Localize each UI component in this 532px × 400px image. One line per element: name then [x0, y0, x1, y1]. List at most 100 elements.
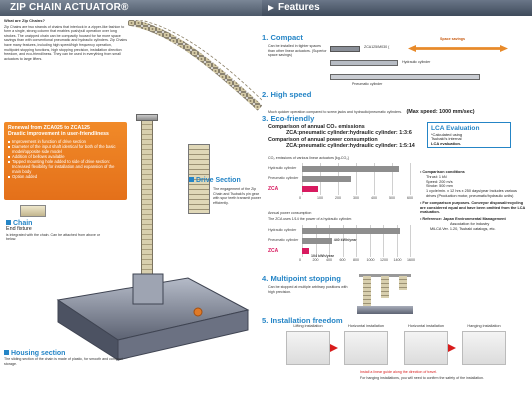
space-savings-arrow: [408, 45, 508, 52]
comp-note: • For comparison purposes. Conveyor disp…: [420, 200, 526, 215]
chart-tick-label: 200: [335, 196, 341, 200]
chart-tick-label: 800: [353, 258, 359, 262]
renewal-item: Addition of bellows available: [8, 154, 123, 159]
chain-label-block: Chain End fixture is integrated with the…: [6, 220, 106, 242]
speed-max: (Max speed: 1000 mm/sec): [406, 109, 475, 115]
renewal-item: Option added: [8, 174, 123, 179]
chart-gridline: [374, 163, 375, 195]
power-chart-sub: The ZCA uses 1/14 the power of a hydraul…: [268, 217, 353, 221]
chain-svg: [127, 17, 263, 111]
drive-title: Drive Section: [196, 177, 241, 184]
section-compact-body: Can be installed in tighter spaces than …: [268, 44, 327, 58]
section-multipoint-title: 4. Multipoint stopping: [262, 274, 341, 283]
install-label: Horizontal installation: [347, 324, 385, 328]
chart-category-label: Pneumatic cylinder: [268, 238, 299, 242]
housing-svg: [56, 273, 250, 361]
housing-body: The sliding section of the chain is made…: [4, 357, 123, 366]
chart-bar: [302, 186, 319, 192]
housing-title: Housing section: [11, 350, 66, 357]
housing-label-block: Housing section The sliding section of t…: [4, 350, 134, 366]
renewal-title-1: Renewal from ZCA025 to ZCA125: [8, 125, 90, 131]
section-speed-title: 2. High speed: [262, 90, 312, 99]
speed-body-text: Much quicker operation compared to screw…: [268, 110, 403, 114]
chain-sub: End fixture: [6, 226, 32, 232]
lca-body-3: LCA evaluation.: [431, 141, 462, 147]
intro-body: Zip Chains are two strands of chains tha…: [4, 24, 128, 61]
install-image-lifting: [286, 331, 330, 365]
chart-gridline: [356, 163, 357, 195]
chart-tick-label: 1200: [380, 258, 388, 262]
chart-tick-label: 100: [317, 196, 323, 200]
renewal-box: Renewal from ZCA025 to ZCA125 Drastic im…: [4, 122, 127, 200]
install-note-2: For hanging installations, you will need…: [360, 376, 485, 380]
comp-line: 1 cycle/min. x 12 hrs x 250 days/year In…: [426, 189, 517, 198]
chart-gridline: [342, 225, 344, 257]
eco-comp-2b: ZCA:pneumatic cylinder:hydraulic cylinde…: [286, 143, 415, 150]
comp-ref-1: Association for industry: [450, 221, 490, 226]
multipoint-image: [355, 272, 415, 316]
chart-gridline: [392, 163, 393, 195]
renewal-title-2: Drastic improvement in user-friendliness: [8, 131, 109, 138]
eco-comp-1: Comparison of annual CO₂ emissions: [268, 124, 365, 130]
chart-gridline: [369, 225, 371, 257]
chart-gridline: [383, 225, 384, 257]
right-header: Features: [262, 0, 532, 16]
drive-zoom-image: [188, 144, 210, 214]
eco-comp-2: Comparison of annual power consumption: [268, 136, 378, 143]
drive-body: The engagement of the Zip Chain and Tsub…: [213, 187, 261, 205]
renewal-item: Improvement in function of drive section: [8, 139, 123, 144]
chart-category-label: Hydraulic cylinder: [268, 166, 297, 170]
chart-bar: [302, 166, 400, 172]
chain-zoom-image: [20, 205, 46, 217]
chart-tick-label: 600: [407, 196, 413, 200]
drive-label-block: Drive Section: [189, 177, 261, 184]
chart-tick-label: 1400: [393, 258, 402, 262]
chart-category-label: Hydraulic cylinder: [268, 228, 297, 232]
power-chart-title: Annual power consumption: [268, 211, 312, 215]
renewal-item: Diameter of the input shaft identical fo…: [8, 144, 123, 154]
chart-tick-label: 200: [312, 258, 319, 262]
install-note-1: Install a linear guide along the directi…: [360, 370, 438, 374]
chart-gridline: [410, 163, 411, 195]
install-label: Hanging installation: [467, 324, 501, 328]
space-savings-label: Space savings: [440, 37, 465, 41]
install-red-arrow-1: [330, 344, 338, 352]
section-multipoint-body: Can be stopped at multiple arbitrary pos…: [268, 285, 348, 294]
comp-title: • Comparison conditions: [420, 170, 465, 174]
intro-block: What are Zip Chains? Zip Chains are two …: [4, 18, 128, 61]
comp-line: Speed: 200 m/s: [426, 179, 453, 184]
comp-line: Thrust: 1 kN: [426, 174, 447, 179]
renewal-list: Improvement in function of drive section…: [8, 139, 123, 179]
chart-tick-label: 400: [371, 196, 377, 200]
chart-bar: [302, 238, 332, 244]
pneumatic-bar: [330, 74, 480, 80]
chart-bar: [302, 228, 401, 234]
drive-square-icon: [189, 177, 194, 182]
zca-label: ZCA125/M030 (: [364, 45, 390, 49]
chart-gridline: [410, 225, 411, 257]
chart-tick-label: 1000: [366, 258, 375, 262]
chain-body: is integrated with the chain. Can be att…: [6, 232, 101, 242]
chart-gridline: [356, 225, 357, 257]
chart-tick-label: 0: [299, 258, 301, 262]
pneumatic-label: Pneumatic cylinder: [352, 82, 383, 86]
left-header: ZIP CHAIN ACTUATOR®: [0, 0, 262, 16]
eco-comp-1b: ZCA:pneumatic cylinder:hydraulic cylinde…: [286, 130, 412, 137]
chart-bar: [302, 248, 310, 254]
chart-category-label: ZCA: [268, 248, 279, 254]
install-label: Horizontal installation: [407, 324, 445, 328]
chart-tick-label: 1600: [407, 258, 415, 262]
install-image-horizontal-1: [344, 331, 388, 365]
lca-body-2: Tsubaki's internal: [431, 136, 462, 142]
install-image-hanging: [462, 331, 506, 365]
housing-square-icon: [4, 350, 9, 355]
chart-bar: [302, 176, 351, 182]
chart-tick-label: 400: [326, 258, 332, 262]
comparison-conditions: • Comparison conditions Thrust: 1 kN Spe…: [420, 170, 528, 232]
compact-diagram: ZCA125/M030 ( Space savings Hydraulic cy…: [330, 37, 525, 92]
chain-title: Chain: [13, 220, 33, 227]
lca-box: LCA Evaluation *Calculated using Tsubaki…: [427, 122, 511, 148]
hydraulic-label: Hydraulic cylinder: [402, 60, 431, 64]
